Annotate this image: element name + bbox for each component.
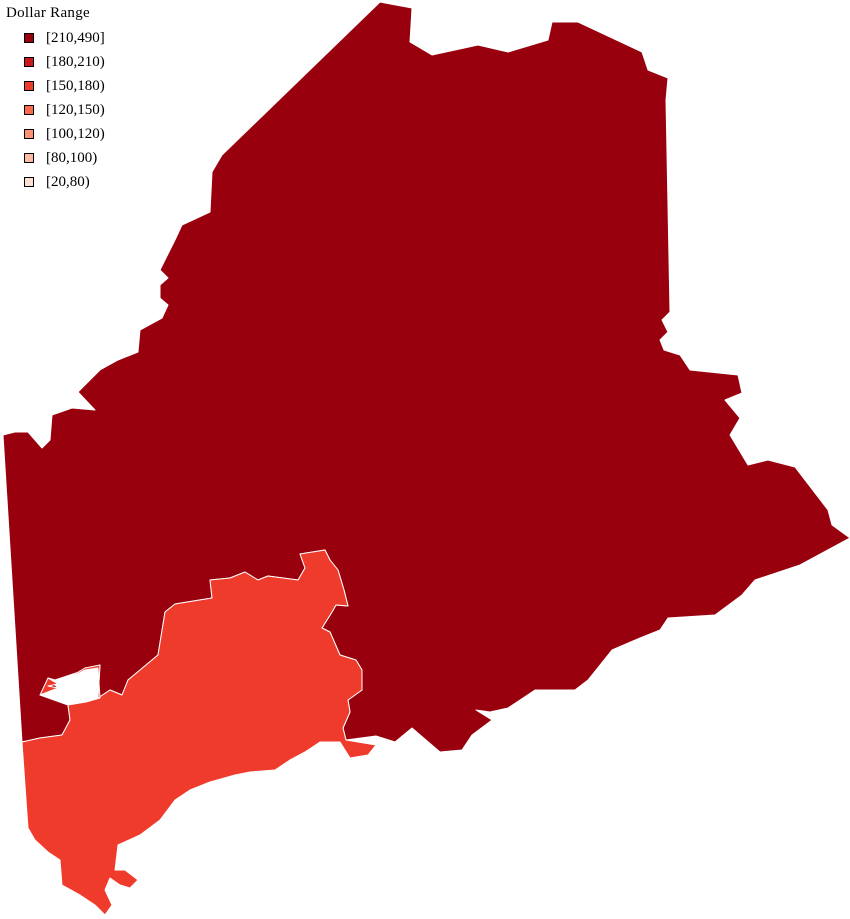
legend-label: [210,490] <box>46 30 105 46</box>
legend-label: [120,150) <box>46 102 105 118</box>
legend-swatch <box>24 105 34 115</box>
legend: Dollar Range [210,490] [180,210) [150,18… <box>6 4 105 194</box>
legend-label: [20,80) <box>46 174 90 190</box>
legend-label: [150,180) <box>46 78 105 94</box>
northern-county-area[interactable] <box>2 1 850 753</box>
legend-item: [210,490] <box>6 26 105 50</box>
legend-title: Dollar Range <box>6 5 90 21</box>
legend-swatch <box>24 81 34 91</box>
legend-item: [100,120) <box>6 122 105 146</box>
legend-item: [80,100) <box>6 146 105 170</box>
legend-label: [80,100) <box>46 150 98 166</box>
legend-swatch <box>24 57 34 67</box>
legend-item: [120,150) <box>6 98 105 122</box>
legend-swatch <box>24 33 34 43</box>
legend-item: [180,210) <box>6 50 105 74</box>
southern-county-area[interactable] <box>21 549 377 916</box>
legend-items: [210,490] [180,210) [150,180) [120,150) … <box>6 26 105 194</box>
legend-swatch <box>24 129 34 139</box>
legend-label: [180,210) <box>46 54 105 70</box>
legend-swatch <box>24 177 34 187</box>
legend-item: [20,80) <box>6 170 105 194</box>
legend-label: [100,120) <box>46 126 105 142</box>
legend-swatch <box>24 153 34 163</box>
legend-item: [150,180) <box>6 74 105 98</box>
